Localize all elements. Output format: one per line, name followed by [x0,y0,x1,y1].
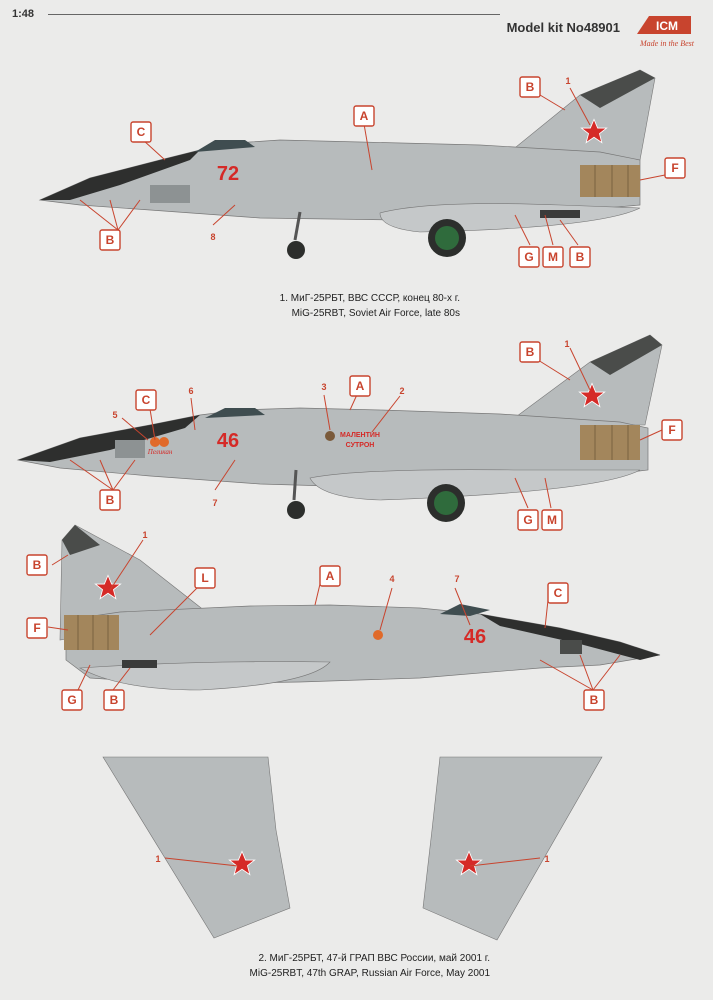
profile-2-caption-en: MiG-25RBT, 47th GRAP, Russian Air Force,… [249,968,490,979]
svg-text:B: B [106,493,115,507]
icm-logo: ICM Made in the Best [629,12,697,60]
callout-f: F [661,419,683,441]
callout-b: B [519,76,541,98]
callout-c: C [547,582,569,604]
svg-text:A: A [356,379,365,393]
left-wing-underside [102,756,291,939]
reference-number-1: 1 [142,530,147,540]
svg-text:B: B [110,693,119,707]
svg-text:A: A [360,109,369,123]
profile-2-caption: 2. МиГ-25РБТ, 47-й ГРАП ВВС России, май … [180,951,490,981]
svg-text:A: A [326,569,335,583]
callout-m: M [542,246,564,268]
callout-b: B [99,489,121,511]
reference-number-1: 1 [544,854,549,864]
svg-text:C: C [137,125,146,139]
reference-number-5: 5 [112,410,117,420]
header-rule [48,14,500,15]
fuselage-inscription-1: МАЛЕНТИН [340,432,380,439]
svg-text:F: F [668,423,675,437]
callout-b: B [583,689,605,711]
svg-text:B: B [526,345,535,359]
reference-number-2: 2 [399,386,404,396]
callout-b: B [103,689,125,711]
callout-g: G [517,509,539,531]
svg-text:G: G [523,513,532,527]
profile-1-caption: 1. МиГ-25РБТ, ВВС СССР, конец 80-х г. Mi… [200,291,460,321]
reference-number-7: 7 [454,574,459,584]
svg-text:B: B [526,80,535,94]
callout-labels: C A B F B G M B B C A F B G M B L A C F G B B [26,76,686,711]
reference-number-1: 1 [564,339,569,349]
svg-text:M: M [548,250,558,264]
callout-a: A [353,105,375,127]
reference-number-1: 1 [155,854,160,864]
svg-text:B: B [590,693,599,707]
callout-b: B [519,341,541,363]
reference-number-8: 8 [210,232,215,242]
profile-1-number: 72 [217,163,239,185]
svg-text:F: F [671,161,678,175]
profile-1-caption-ru: 1. МиГ-25РБТ, ВВС СССР, конец 80-х г. [279,293,460,304]
svg-text:M: M [547,513,557,527]
callout-m: M [541,509,563,531]
profile-3-number: 46 [464,626,486,648]
callout-l: L [194,567,216,589]
profile-2-aircraft: 46 Пеликан МАЛЕНТИН СУТРОН [16,334,663,522]
svg-text:B: B [33,558,42,572]
svg-text:C: C [554,586,563,600]
profile-2-caption-ru: 2. МиГ-25РБТ, 47-й ГРАП ВВС России, май … [258,953,490,964]
fuselage-inscription-2: СУТРОН [346,442,375,449]
reference-number-3: 3 [321,382,326,392]
reference-number-1: 1 [565,76,570,86]
svg-text:F: F [33,621,40,635]
svg-text:C: C [142,393,151,407]
leader-lines [47,87,666,867]
callout-a: A [349,375,371,397]
svg-text:B: B [576,250,585,264]
callout-a: A [319,565,341,587]
svg-text:G: G [67,693,76,707]
svg-text:ICM: ICM [656,19,678,33]
reference-number-7: 7 [212,498,217,508]
callout-b: B [569,246,591,268]
svg-text:Made in the Best: Made in the Best [639,39,695,48]
svg-text:G: G [524,250,533,264]
reference-number-6: 6 [188,386,193,396]
svg-text:B: B [106,233,115,247]
reference-number-4: 4 [389,574,394,584]
model-kit-number: Model kit No48901 [506,20,620,35]
profile-3-aircraft: 46 [59,524,661,691]
callout-f: F [664,157,686,179]
callout-c: C [135,389,157,411]
callout-c: C [130,121,152,143]
scale-label: 1:48 [12,8,35,20]
callout-b: B [99,229,121,251]
svg-text:L: L [201,571,208,585]
nose-art-text: Пеликан [147,448,173,456]
callout-f: F [26,617,48,639]
callout-b: B [26,554,48,576]
profile-1-aircraft: 72 [38,69,656,259]
right-wing-underside [422,756,603,941]
profile-1-caption-en: MiG-25RBT, Soviet Air Force, late 80s [291,308,460,319]
callout-g: G [61,689,83,711]
profile-2-number: 46 [217,430,239,452]
callout-g: G [518,246,540,268]
